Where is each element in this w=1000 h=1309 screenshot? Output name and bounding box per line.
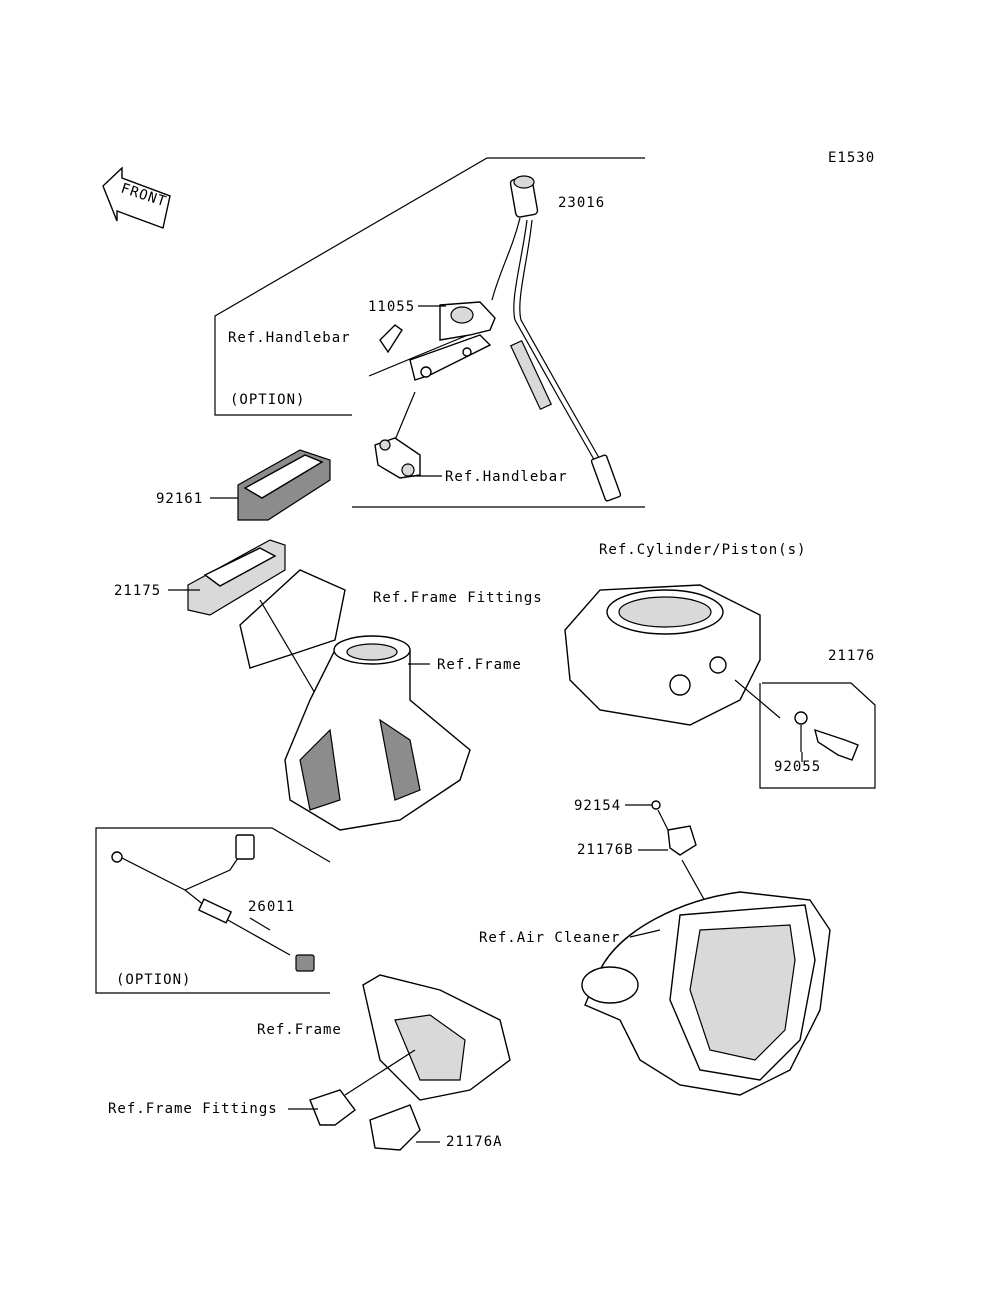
option-label-lower: (OPTION): [116, 972, 191, 988]
ref-frame-label: Ref.Frame: [437, 657, 522, 673]
part-label-21176: 21176: [828, 648, 875, 664]
front-arrow-icon: FRONT: [102, 166, 171, 229]
wiring-harness: [111, 834, 315, 972]
temp-sensor-frame: [759, 682, 876, 789]
part-label-21175: 21175: [114, 583, 161, 599]
handlebar-switch-cable: [491, 175, 622, 502]
part-label-23016: 23016: [558, 195, 605, 211]
part-label-21176b: 21176B: [577, 842, 634, 858]
ref-frame-fittings-lower-label: Ref.Frame Fittings: [108, 1101, 278, 1117]
handlebar-clamp: [374, 391, 421, 479]
intake-sensor: [651, 800, 711, 911]
ref-air-cleaner-label: Ref.Air Cleaner: [479, 930, 620, 946]
option-label-upper: (OPTION): [230, 392, 305, 408]
ref-handlebar-label: Ref.Handlebar: [228, 330, 351, 346]
harness-group-frame: [95, 827, 331, 994]
ecu-unit: [187, 449, 346, 706]
frame-head: [284, 635, 471, 831]
diagram-id: E1530: [828, 150, 875, 166]
part-label-92161: 92161: [156, 491, 203, 507]
ref-cylinder-piston-label: Ref.Cylinder/Piston(s): [599, 542, 806, 558]
ref-frame-lower-label: Ref.Frame: [257, 1022, 342, 1038]
part-label-92055: 92055: [774, 759, 821, 775]
lower-frame: [309, 974, 511, 1151]
part-label-11055: 11055: [368, 299, 415, 315]
part-label-92154: 92154: [574, 798, 621, 814]
cylinder: [564, 584, 781, 726]
air-cleaner-housing: [581, 891, 831, 1096]
leader-lines: [168, 305, 803, 1143]
part-label-21176a: 21176A: [446, 1134, 503, 1150]
ref-handlebar-clamp-label: Ref.Handlebar: [445, 469, 568, 485]
switch-bracket: [379, 301, 496, 381]
ref-frame-fittings-label: Ref.Frame Fittings: [373, 590, 543, 606]
handlebar-group-frame: [214, 157, 645, 508]
part-label-26011: 26011: [248, 899, 295, 915]
